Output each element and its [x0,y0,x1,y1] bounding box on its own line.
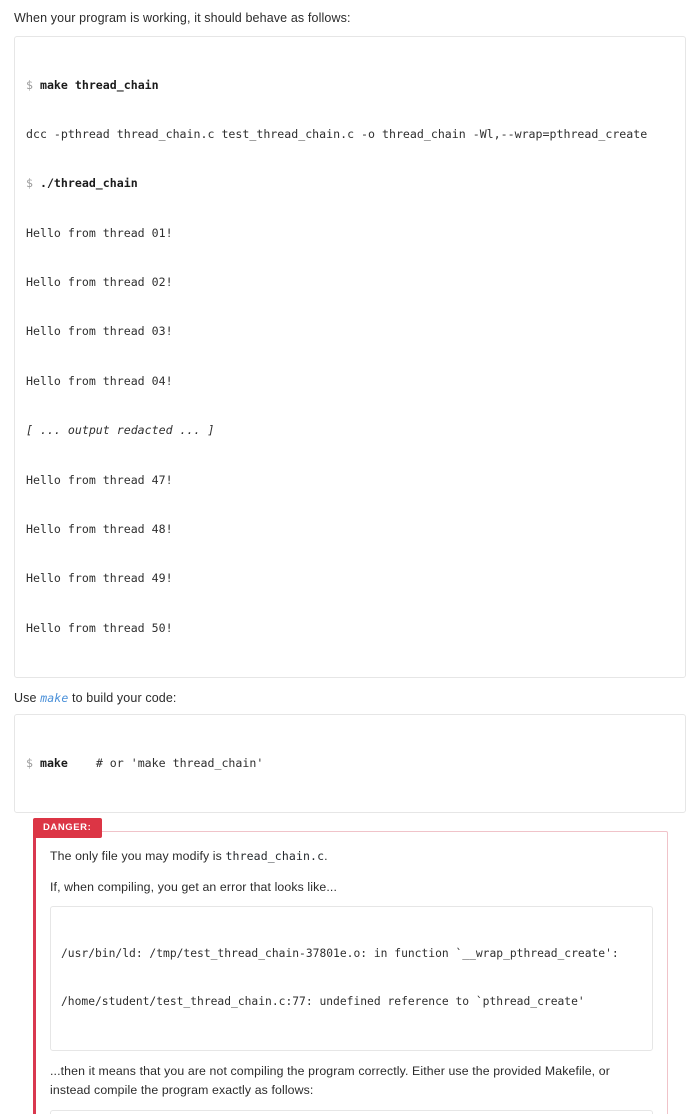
shell-prompt: $ [26,77,33,92]
terminal-line: Hello from thread 49! [26,571,173,586]
terminal-line: Hello from thread 01! [26,225,173,240]
command-spacer [68,756,96,770]
shell-comment: # or 'make thread_chain' [95,755,264,770]
terminal-line: Hello from thread 03! [26,324,173,339]
terminal-line: $ ./thread_chain [26,175,674,191]
terminal-line: dcc -pthread thread_chain.c test_thread_… [26,127,648,142]
dcc-compile-command-block: $ dcc -pthread thread_chain.c test_threa… [50,1109,653,1114]
danger-admonition: DANGER: The only file you may modify is … [33,817,668,1114]
shell-prompt: $ [26,176,33,191]
error-line: /usr/bin/ld: /tmp/test_thread_chain-3780… [61,946,619,960]
shell-command: ./thread_chain [39,176,138,191]
danger-paragraph-2: If, when compiling, you get an error tha… [50,880,337,895]
linker-error-block: /usr/bin/ld: /tmp/test_thread_chain-3780… [50,905,653,1052]
make-instruction-before: Use [14,690,41,705]
terminal-line: Hello from thread 47! [26,472,173,487]
shell-prompt: $ [26,755,33,770]
terminal-line: $ make thread_chain [26,77,674,93]
danger-paragraph-3: ...then it means that you are not compil… [50,1064,610,1097]
shell-command: make [39,755,68,770]
danger-p1-after: . [324,848,328,863]
danger-badge: DANGER: [33,817,103,839]
terminal-line: Hello from thread 50! [26,620,173,635]
make-instruction-paragraph: Use make to build your code: [14,678,686,714]
error-line: /home/student/test_thread_chain.c:77: un… [61,995,585,1009]
danger-paragraph-1: The only file you may modify is thread_c… [50,840,653,871]
make-instruction-after: to build your code: [68,690,177,705]
terminal-line: Hello from thread 04! [26,373,173,388]
make-code-link[interactable]: make [40,690,69,705]
terminal-line: Hello from thread 02! [26,275,173,290]
make-command-block: $ make # or 'make thread_chain' [14,713,686,813]
terminal-output-block: $ make thread_chain dcc -pthread thread_… [14,35,686,678]
page-root: When your program is working, it should … [14,11,686,1114]
shell-command: make thread_chain [39,77,159,92]
danger-p1-before: The only file you may modify is [50,848,226,863]
terminal-line-redacted: [ ... output redacted ... ] [26,423,215,438]
thread-chain-filename-code: thread_chain.c [225,848,325,863]
terminal-line: $ make # or 'make thread_chain' [26,755,674,771]
intro-paragraph: When your program is working, it should … [14,11,351,25]
terminal-line: Hello from thread 48! [26,521,173,536]
